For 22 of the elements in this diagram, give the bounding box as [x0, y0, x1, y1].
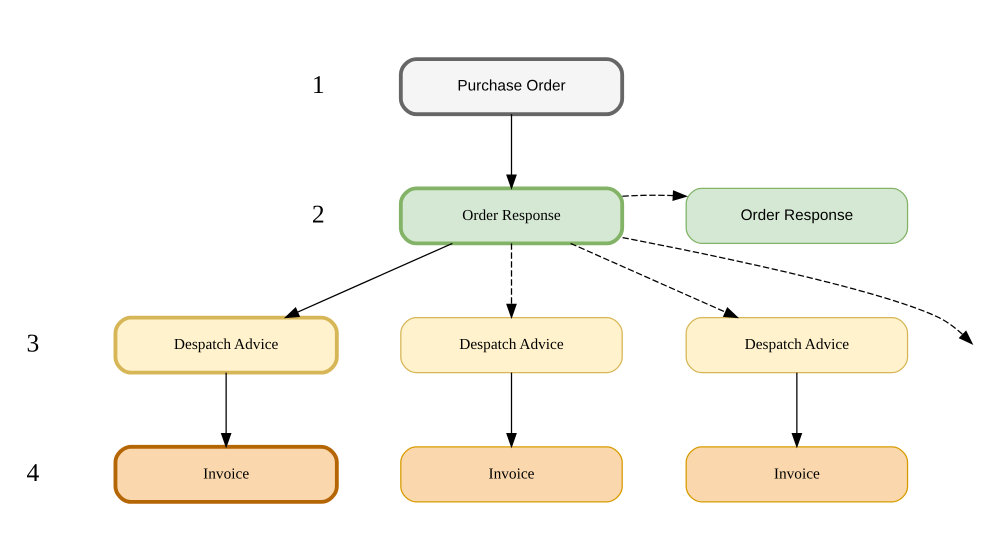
node-box: Invoice: [685, 446, 908, 502]
label: 2: [311, 198, 324, 228]
node-box: Despatch Advice: [685, 316, 908, 373]
node-box: Despatch Advice: [400, 316, 622, 373]
node-box: Purchase Order: [398, 56, 624, 116]
label: 1: [311, 70, 324, 99]
arrow: [506, 372, 516, 448]
arrow: [506, 242, 516, 319]
node-box: Invoice: [113, 444, 338, 504]
label: 4: [26, 457, 39, 486]
arrow: [622, 236, 973, 344]
arrow: [622, 190, 688, 200]
arrow: [283, 242, 452, 318]
node-box: Invoice: [400, 446, 622, 502]
arrow: [790, 372, 802, 448]
label: 3: [26, 328, 39, 358]
arrow: [220, 372, 232, 448]
node-box: Order Response: [685, 187, 908, 244]
arrow: [570, 242, 739, 318]
arrow: [506, 114, 516, 190]
node-box: Despatch Advice: [113, 315, 338, 374]
node-box: Order Response: [398, 186, 624, 245]
